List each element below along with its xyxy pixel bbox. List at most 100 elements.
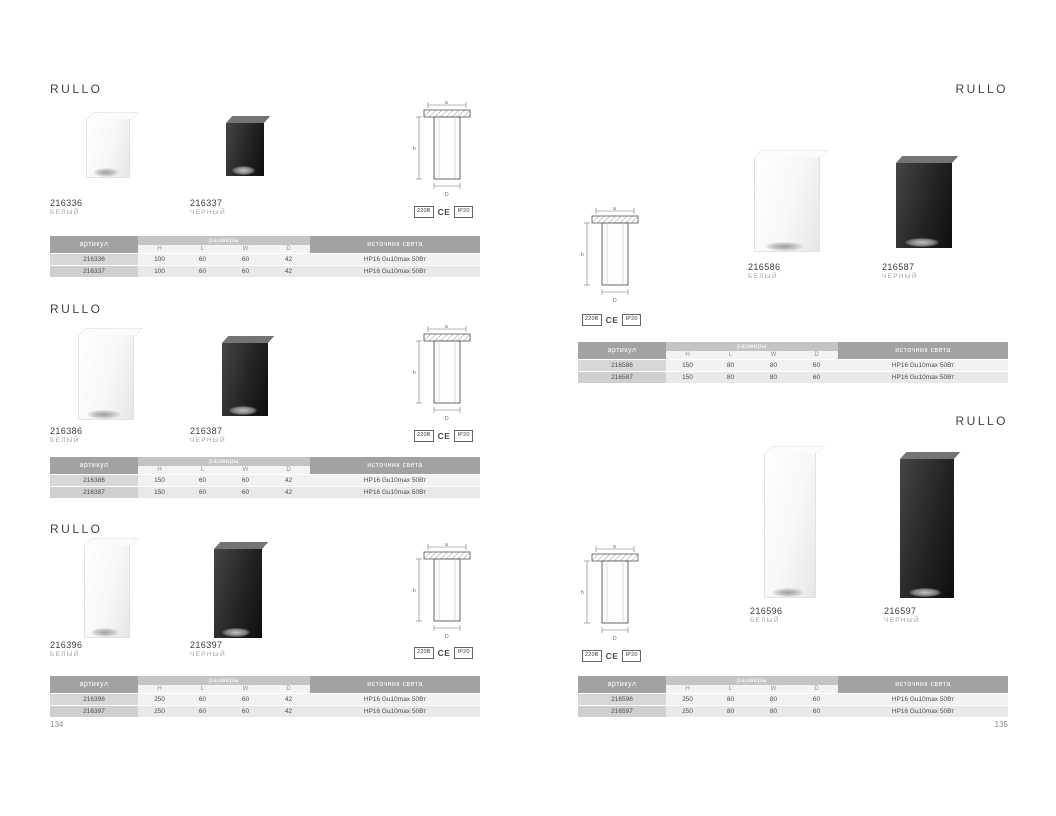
dimension-label-bottom: D: [445, 416, 449, 422]
cell-l: 80: [709, 693, 752, 706]
dim-header-l: L: [181, 685, 224, 694]
cell-article: 216396: [50, 693, 138, 706]
ip-rating-badge: IP20: [622, 314, 641, 326]
dimensions-column-header: размеры: [666, 342, 839, 351]
dim-header-h: H: [138, 685, 181, 694]
product-image-white: [86, 112, 140, 178]
article-column-header: артикул: [50, 457, 138, 475]
source-column-header: источник света: [838, 676, 1009, 694]
cell-d: 42: [267, 705, 311, 717]
cell-w: 60: [224, 705, 267, 717]
product-image-white: [754, 150, 830, 252]
table-row: 216387 150 60 60 42 HP16 Gu10max 50Вт: [50, 486, 481, 498]
cell-d: 60: [795, 705, 839, 717]
cell-source: HP16 Gu10max 50Вт: [838, 359, 1009, 372]
technical-drawing: a h D: [413, 100, 471, 198]
dim-header-w: W: [224, 245, 267, 254]
table-row: 216587 150 80 80 60 HP16 Gu10max 50Вт: [578, 371, 1009, 383]
product-color-label: БЕЛЫЙ: [50, 209, 80, 216]
spec-table: артикул размеры источник света H L W D 2…: [50, 457, 481, 498]
dimension-label-top: a: [445, 542, 448, 548]
product-code: 216587: [882, 262, 915, 272]
dim-header-w: W: [752, 351, 795, 360]
spec-table: артикул размеры источник света H L W D 2…: [50, 676, 481, 717]
certification-badges: 220B CE IP20: [582, 314, 641, 326]
cell-d: 60: [795, 359, 839, 372]
dim-header-d: D: [795, 351, 839, 360]
cell-d: 42: [267, 265, 311, 277]
dim-header-d: D: [795, 685, 839, 694]
dimensions-column-header: размеры: [138, 676, 311, 685]
dimension-label-top: a: [613, 544, 616, 550]
ip-rating-badge: IP20: [622, 650, 641, 662]
dimension-label-bottom: D: [613, 298, 617, 304]
product-code: 216387: [190, 426, 223, 436]
cell-d: 42: [267, 486, 311, 498]
cell-article: 216387: [50, 486, 138, 498]
cell-l: 60: [181, 486, 224, 498]
article-column-header: артикул: [50, 236, 138, 254]
spec-table: артикул размеры источник света H L W D 2…: [578, 676, 1009, 717]
dim-header-h: H: [666, 351, 709, 360]
cell-source: HP16 Gu10max 50Вт: [310, 705, 481, 717]
page-number-left: 134: [50, 720, 64, 729]
dim-header-l: L: [709, 685, 752, 694]
article-column-header: артикул: [578, 342, 666, 360]
cell-w: 80: [752, 705, 795, 717]
cell-article: 216386: [50, 474, 138, 487]
cell-source: HP16 Gu10max 50Вт: [310, 265, 481, 277]
product-code: 216336: [50, 198, 83, 208]
cell-l: 60: [181, 693, 224, 706]
dimension-label-side: h: [581, 252, 584, 258]
dimension-label-bottom: D: [445, 192, 449, 198]
cell-w: 80: [752, 693, 795, 706]
dimensions-column-header: размеры: [138, 457, 311, 466]
cell-l: 80: [709, 371, 752, 383]
cell-h: 150: [138, 474, 181, 487]
cell-h: 250: [666, 705, 709, 717]
article-column-header: артикул: [578, 676, 666, 694]
cell-d: 42: [267, 253, 311, 266]
dim-header-h: H: [138, 466, 181, 475]
dimension-label-side: h: [413, 146, 416, 152]
voltage-badge: 220B: [414, 647, 434, 659]
product-code: 216596: [750, 606, 783, 616]
product-code: 216337: [190, 198, 223, 208]
dim-header-l: L: [181, 466, 224, 475]
cell-d: 60: [795, 693, 839, 706]
cell-h: 100: [138, 265, 181, 277]
spec-table: артикул размеры источник света H L W D 2…: [50, 236, 481, 277]
cell-h: 250: [138, 693, 181, 706]
article-column-header: артикул: [50, 676, 138, 694]
cell-h: 150: [138, 486, 181, 498]
product-image-white: [78, 328, 144, 420]
product-image-white: [84, 538, 140, 638]
table-row: 216336 100 60 60 42 HP16 Gu10max 50Вт: [50, 253, 481, 266]
table-row: 216386 150 60 60 42 HP16 Gu10max 50Вт: [50, 474, 481, 487]
ip-rating-badge: IP20: [454, 206, 473, 218]
cell-w: 60: [224, 474, 267, 487]
cell-w: 80: [752, 359, 795, 372]
cell-h: 250: [138, 705, 181, 717]
series-title: RULLO: [955, 414, 1008, 428]
product-color-label: БЕЛЫЙ: [50, 437, 80, 444]
cell-d: 42: [267, 693, 311, 706]
technical-drawing: a h D: [581, 206, 639, 304]
cell-w: 60: [224, 265, 267, 277]
ip-rating-badge: IP20: [454, 430, 473, 442]
product-color-label: БЕЛЫЙ: [750, 617, 780, 624]
series-title: RULLO: [50, 82, 103, 96]
ce-mark-icon: CE: [436, 430, 452, 441]
technical-drawing: a h D: [581, 544, 639, 642]
product-image-white: [764, 446, 826, 598]
cell-source: HP16 Gu10max 50Вт: [838, 693, 1009, 706]
cell-source: HP16 Gu10max 50Вт: [838, 371, 1009, 383]
table-row: 216337 100 60 60 42 HP16 Gu10max 50Вт: [50, 265, 481, 277]
cell-w: 60: [224, 693, 267, 706]
product-code: 216397: [190, 640, 223, 650]
dim-header-h: H: [666, 685, 709, 694]
dimension-label-side: h: [413, 588, 416, 594]
cell-article: 216596: [578, 693, 666, 706]
cell-article: 216586: [578, 359, 666, 372]
certification-badges: 220B CE IP20: [414, 647, 473, 659]
